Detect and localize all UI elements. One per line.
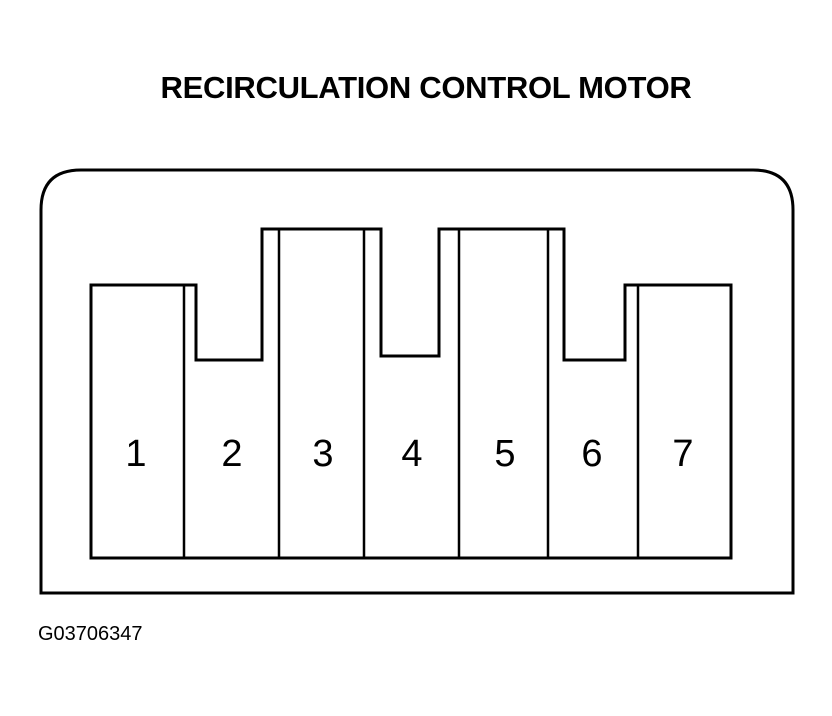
cavity-dividers bbox=[182, 229, 640, 558]
pin-label-7: 7 bbox=[672, 433, 693, 475]
pin-label-1: 1 bbox=[125, 433, 146, 475]
connector-housing bbox=[39, 168, 795, 595]
figure-id: G03706347 bbox=[38, 623, 143, 645]
pin-label-3: 3 bbox=[312, 433, 333, 475]
pin-label-5: 5 bbox=[494, 433, 515, 475]
diagram-title: RECIRCULATION CONTROL MOTOR bbox=[160, 70, 692, 105]
pin-label-4: 4 bbox=[401, 433, 422, 475]
pin-label-6: 6 bbox=[581, 433, 602, 475]
pin-label-2: 2 bbox=[221, 433, 242, 475]
terminal-outline bbox=[89, 227, 733, 560]
